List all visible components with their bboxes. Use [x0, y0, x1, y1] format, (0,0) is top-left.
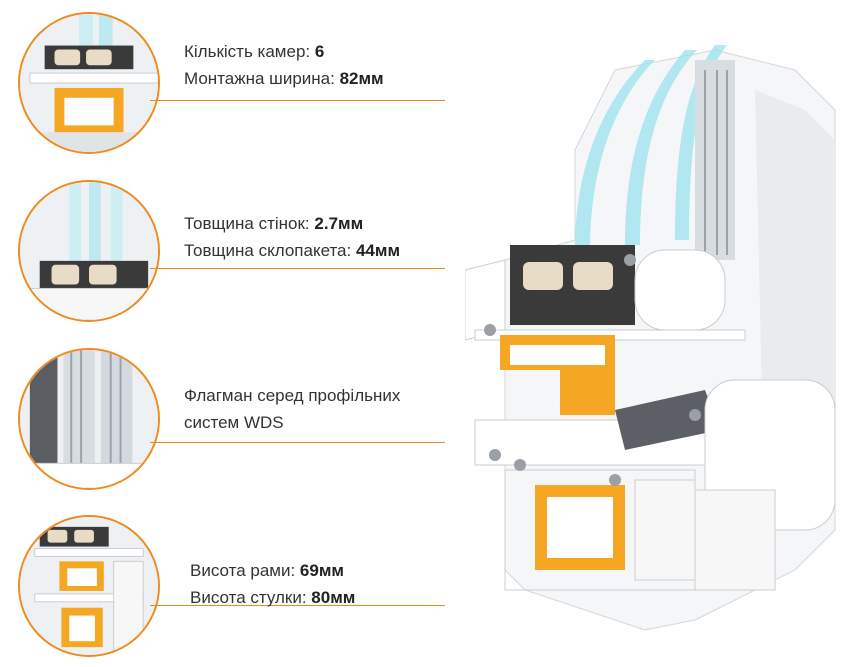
profile-detail-image	[20, 517, 158, 655]
feature-text: Висота рами: 69мм Висота стулки: 80мм	[190, 561, 356, 607]
divider-line	[150, 100, 445, 101]
profile-section-image	[465, 45, 836, 631]
window-profile-cross-section	[465, 30, 845, 650]
profile-detail-image	[20, 182, 158, 320]
feature-text: Кількість камер: 6 Монтажна ширина: 82мм	[184, 42, 384, 88]
divider-line	[150, 442, 445, 443]
detail-circle-glass-pane	[18, 348, 160, 490]
detail-circle-frame-profile	[18, 515, 160, 657]
feature-wall-thickness: Товщина стінок: 2.7мм Товщина склопакета…	[0, 170, 460, 330]
divider-line	[150, 268, 445, 269]
feature-chambers: Кількість камер: 6 Монтажна ширина: 82мм	[0, 0, 460, 160]
profile-detail-image	[20, 14, 158, 152]
detail-circle-glass-unit	[18, 180, 160, 322]
detail-circle-glazing-bead	[18, 12, 160, 154]
profile-detail-image	[20, 350, 158, 488]
feature-text: Флагман серед профільних систем WDS	[184, 386, 401, 432]
divider-line	[150, 605, 445, 606]
feature-text: Товщина стінок: 2.7мм Товщина склопакета…	[184, 214, 401, 260]
feature-flagship: Флагман серед профільних систем WDS	[0, 340, 460, 500]
feature-frame-height: Висота рами: 69мм Висота стулки: 80мм	[0, 505, 460, 667]
